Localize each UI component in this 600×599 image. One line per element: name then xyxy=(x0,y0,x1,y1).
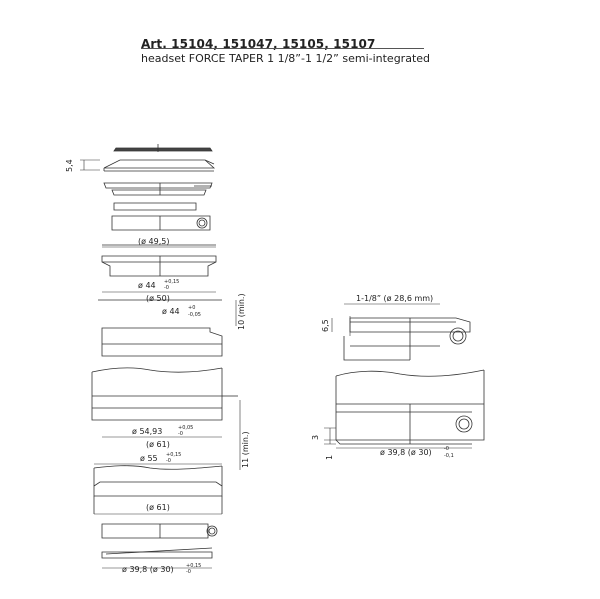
dim-cup-bottom-fit-upper: +0,15 xyxy=(166,452,181,458)
dim-cup-bottom-fit: ø 55 xyxy=(140,454,158,463)
dim-headtube-bottom-bore-lower: -0 xyxy=(178,431,183,437)
bottom-cup xyxy=(93,465,223,514)
crown-race xyxy=(101,547,213,559)
dim-cup-top-fit: ø 44 xyxy=(138,281,156,290)
dim-headtube-top-bore: ø 44 xyxy=(162,307,180,316)
dim-assembly-crown-race-upper: -0 xyxy=(444,446,449,452)
dim-top-height: 5,4 xyxy=(65,159,74,172)
dim-cup-top-fit-upper: +0,15 xyxy=(164,279,179,285)
dim-headtube-top-bore-lower: -0,05 xyxy=(188,312,201,318)
dim-headtube-bottom-depth: 11 (min.) xyxy=(241,431,250,468)
drawing-title: Art. 15104, 151047, 15105, 15107 xyxy=(141,37,376,51)
top-cup xyxy=(101,244,217,277)
dim-headtube-bottom-bore-upper: +0,05 xyxy=(178,425,193,431)
dim-stack-height: 6,5 xyxy=(321,319,330,332)
dim-steerer: 1-1/8” (ø 28,6 mm) xyxy=(356,294,433,303)
dim-headtube-top-bore-upper: +0 xyxy=(188,305,195,311)
compression-ring xyxy=(103,182,213,196)
dim-headtube-bottom-bore: ø 54,93 xyxy=(132,427,162,436)
head-tube xyxy=(91,299,238,421)
dim-assembly-crown-race-lower: -0,1 xyxy=(444,453,454,459)
dim-cup-top-diameter: (ø 49,5) xyxy=(138,237,170,246)
dim-cup-top-fit-lower: -0 xyxy=(164,285,169,291)
drawing-subtitle: headset FORCE TAPER 1 1/8”-1 1/2” semi-i… xyxy=(141,52,431,65)
dim-lower-1: 1 xyxy=(325,455,334,460)
assembly-view xyxy=(324,303,485,449)
dim-crown-race-lower: -0 xyxy=(186,569,191,575)
dim-crown-race: ø 39,8 (ø 30) xyxy=(122,565,174,574)
dim-assembly-crown-race: ø 39,8 (ø 30) xyxy=(380,448,432,457)
dim-headtube-bottom-outer: (ø 61) xyxy=(146,440,170,449)
title-rule xyxy=(141,48,424,49)
dim-headtube-top-depth: 10 (min.) xyxy=(237,293,246,330)
dim-cup-bottom-outer: (ø 61) xyxy=(146,503,170,512)
dim-crown-race-upper: +0,15 xyxy=(186,563,201,569)
dim-cup-top-outer: (ø 50) xyxy=(146,294,170,303)
top-bearing xyxy=(111,202,211,231)
dim-lower-3: 3 xyxy=(311,435,320,440)
bottom-bearing xyxy=(101,523,218,539)
top-cap xyxy=(103,144,216,172)
dim-cup-bottom-fit-lower: -0 xyxy=(166,458,171,464)
